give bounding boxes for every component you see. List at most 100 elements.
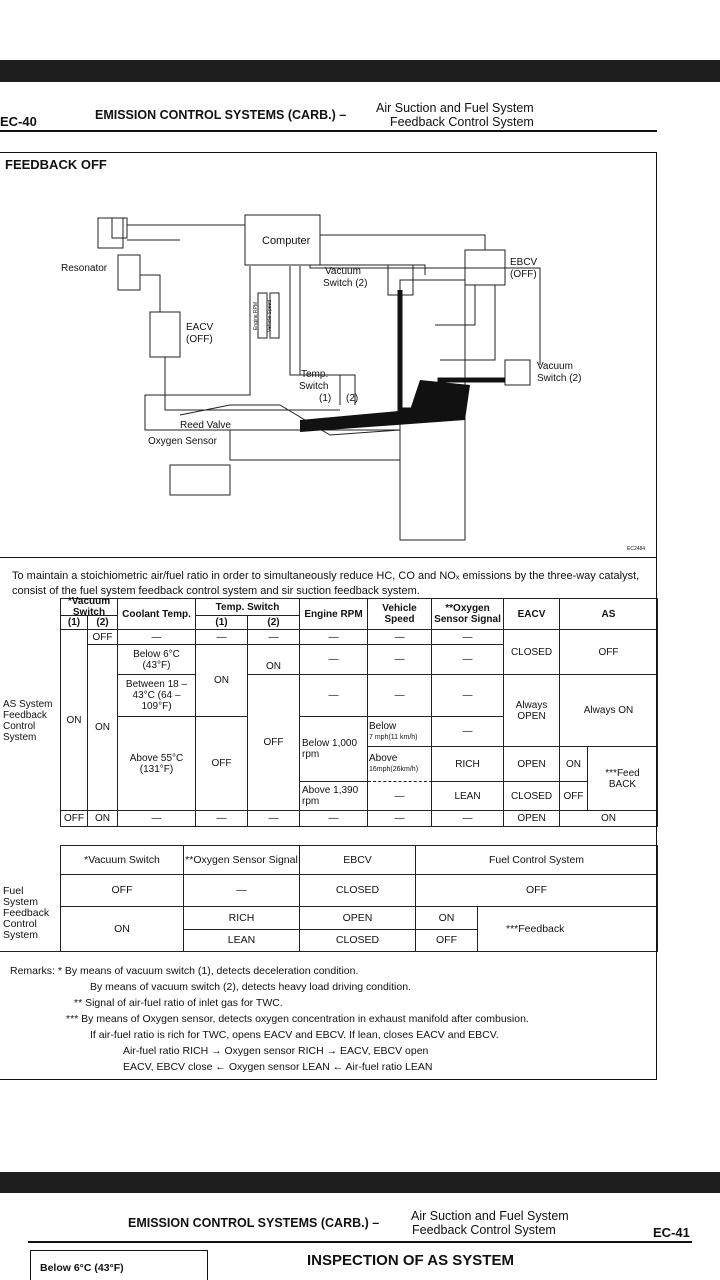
cell: ON <box>88 811 118 827</box>
page-title: EMISSION CONTROL SYSTEMS (CARB.) – <box>128 1216 380 1230</box>
cell: Above 1,390 rpm <box>300 782 368 811</box>
cell: OPEN <box>300 907 416 930</box>
cell: — <box>248 811 300 827</box>
remark-line: ** Signal of air-fuel ratio of inlet gas… <box>74 997 283 1009</box>
intro-text: To maintain a stoichiometric air/fuel ra… <box>12 570 640 597</box>
system-diagram: Computer Resonator EACV (OFF) EBCV (OFF)… <box>0 180 657 560</box>
section-title: INSPECTION OF AS SYSTEM <box>307 1252 514 1269</box>
page-separator-bar <box>0 60 720 82</box>
cell: OFF <box>60 875 184 907</box>
cell: OFF <box>560 630 658 675</box>
cell: ON <box>248 645 300 675</box>
ebcv-state: (OFF) <box>510 269 537 280</box>
page-number: EC-40 <box>0 114 37 129</box>
header-ts2: (2) <box>248 616 300 630</box>
cell: RICH <box>184 907 300 930</box>
cell-subtext: 16mph(26km/h) <box>369 766 419 773</box>
temp-switch-label-2: Switch <box>299 381 329 392</box>
engine-rpm-label: Engine RPM <box>253 301 260 331</box>
header-ebcv: EBCV <box>300 845 416 875</box>
cell: CLOSED <box>504 630 560 675</box>
cell: ON <box>60 907 184 952</box>
cell: OFF <box>416 875 658 907</box>
computer-label: Computer <box>262 235 311 247</box>
header-vs1: (1) <box>60 616 88 630</box>
section-title: FEEDBACK OFF <box>5 157 107 172</box>
cell: — <box>248 630 300 645</box>
header-as: AS <box>560 598 658 630</box>
header-vs2: (2) <box>88 616 118 630</box>
cell: OFF <box>60 811 88 827</box>
figure-label: Below 6°C (43°F) <box>40 1262 124 1274</box>
remark-line: If air-fuel ratio is rich for TWC, opens… <box>90 1029 499 1041</box>
cell: Above 55°C (131°F) <box>118 717 196 811</box>
cell: — <box>300 645 368 675</box>
header-o2: **Oxygen Sensor Signal <box>184 845 300 875</box>
header-vacuum-switch: *Vacuum Switch <box>60 596 118 618</box>
page-separator-bar <box>0 1172 720 1193</box>
eacv-state: (OFF) <box>186 334 213 345</box>
cell: — <box>196 630 248 645</box>
page-number: EC-41 <box>653 1225 690 1240</box>
cell: OFF <box>88 630 118 645</box>
header-rule <box>28 1241 692 1243</box>
cell: — <box>432 717 504 747</box>
cell: — <box>118 811 196 827</box>
cell: OFF <box>196 717 248 811</box>
vacuum-switch-right-label: Vacuum <box>537 361 573 372</box>
cell: ***Feedback <box>478 907 658 952</box>
cell: ON <box>88 645 118 811</box>
cell-text: Above <box>369 753 398 764</box>
row-label: Fuel System Feedback Control System <box>0 875 60 952</box>
header-o2: **Oxygen Sensor Signal <box>432 598 504 630</box>
ebcv-label: EBCV <box>510 257 538 268</box>
cell: ON <box>560 747 588 782</box>
cell: — <box>368 675 432 717</box>
cell: — <box>368 811 432 827</box>
cell: ***Feed BACK <box>588 747 658 811</box>
cell: Always ON <box>560 675 658 747</box>
cell: CLOSED <box>300 930 416 952</box>
page-subtitle-2: Feedback Control System <box>390 115 534 129</box>
cell-text: Below <box>369 720 397 732</box>
header-speed: Vehicle Speed <box>368 598 432 630</box>
resonator-label: Resonator <box>61 263 108 274</box>
cell: ON <box>560 811 658 827</box>
page-subtitle-2: Feedback Control System <box>412 1223 556 1237</box>
remark-line: By means of vacuum switch (2), detects h… <box>90 981 411 993</box>
vacuum-switch-label-2: Switch (2) <box>323 278 368 289</box>
cell: ON <box>416 907 478 930</box>
cell: OFF <box>560 782 588 811</box>
header-eacv: EACV <box>504 598 560 630</box>
header-ts1: (1) <box>196 616 248 630</box>
cell: OPEN <box>504 747 560 782</box>
cell: Always OPEN <box>504 675 560 747</box>
cell: LEAN <box>184 930 300 952</box>
temp-switch-label: Temp. <box>301 369 329 380</box>
cell: — <box>368 645 432 675</box>
temp-switch-2: (2) <box>346 393 359 404</box>
remark-line: Remarks: * By means of vacuum switch (1)… <box>10 965 359 977</box>
cell: Below 1,000 rpm <box>300 717 368 782</box>
header-temp-switch: Temp. Switch <box>196 598 300 616</box>
cell: — <box>184 875 300 907</box>
cell: OFF <box>248 675 300 811</box>
as-system-table: AS System Feedback Control System *Vacuu… <box>0 596 658 827</box>
figure-frame <box>30 1250 208 1280</box>
cell: — <box>368 630 432 645</box>
cell: — <box>118 630 196 645</box>
cell: ON <box>60 630 88 811</box>
vehicle-speed-label: Vehicle Speed <box>266 300 273 332</box>
cell: RICH <box>432 747 504 782</box>
cell: — <box>432 811 504 827</box>
cell: ON <box>196 645 248 717</box>
cell: — <box>368 782 432 811</box>
page-subtitle-1: Air Suction and Fuel System <box>411 1209 569 1223</box>
remark-line: Air-fuel ratio RICH → Oxygen sensor RICH… <box>123 1045 429 1057</box>
cell: — <box>432 630 504 645</box>
cell: OFF <box>416 930 478 952</box>
header-coolant: Coolant Temp. <box>118 598 196 630</box>
content-frame <box>0 152 657 1080</box>
oxygen-sensor-label: Oxygen Sensor <box>148 436 217 447</box>
